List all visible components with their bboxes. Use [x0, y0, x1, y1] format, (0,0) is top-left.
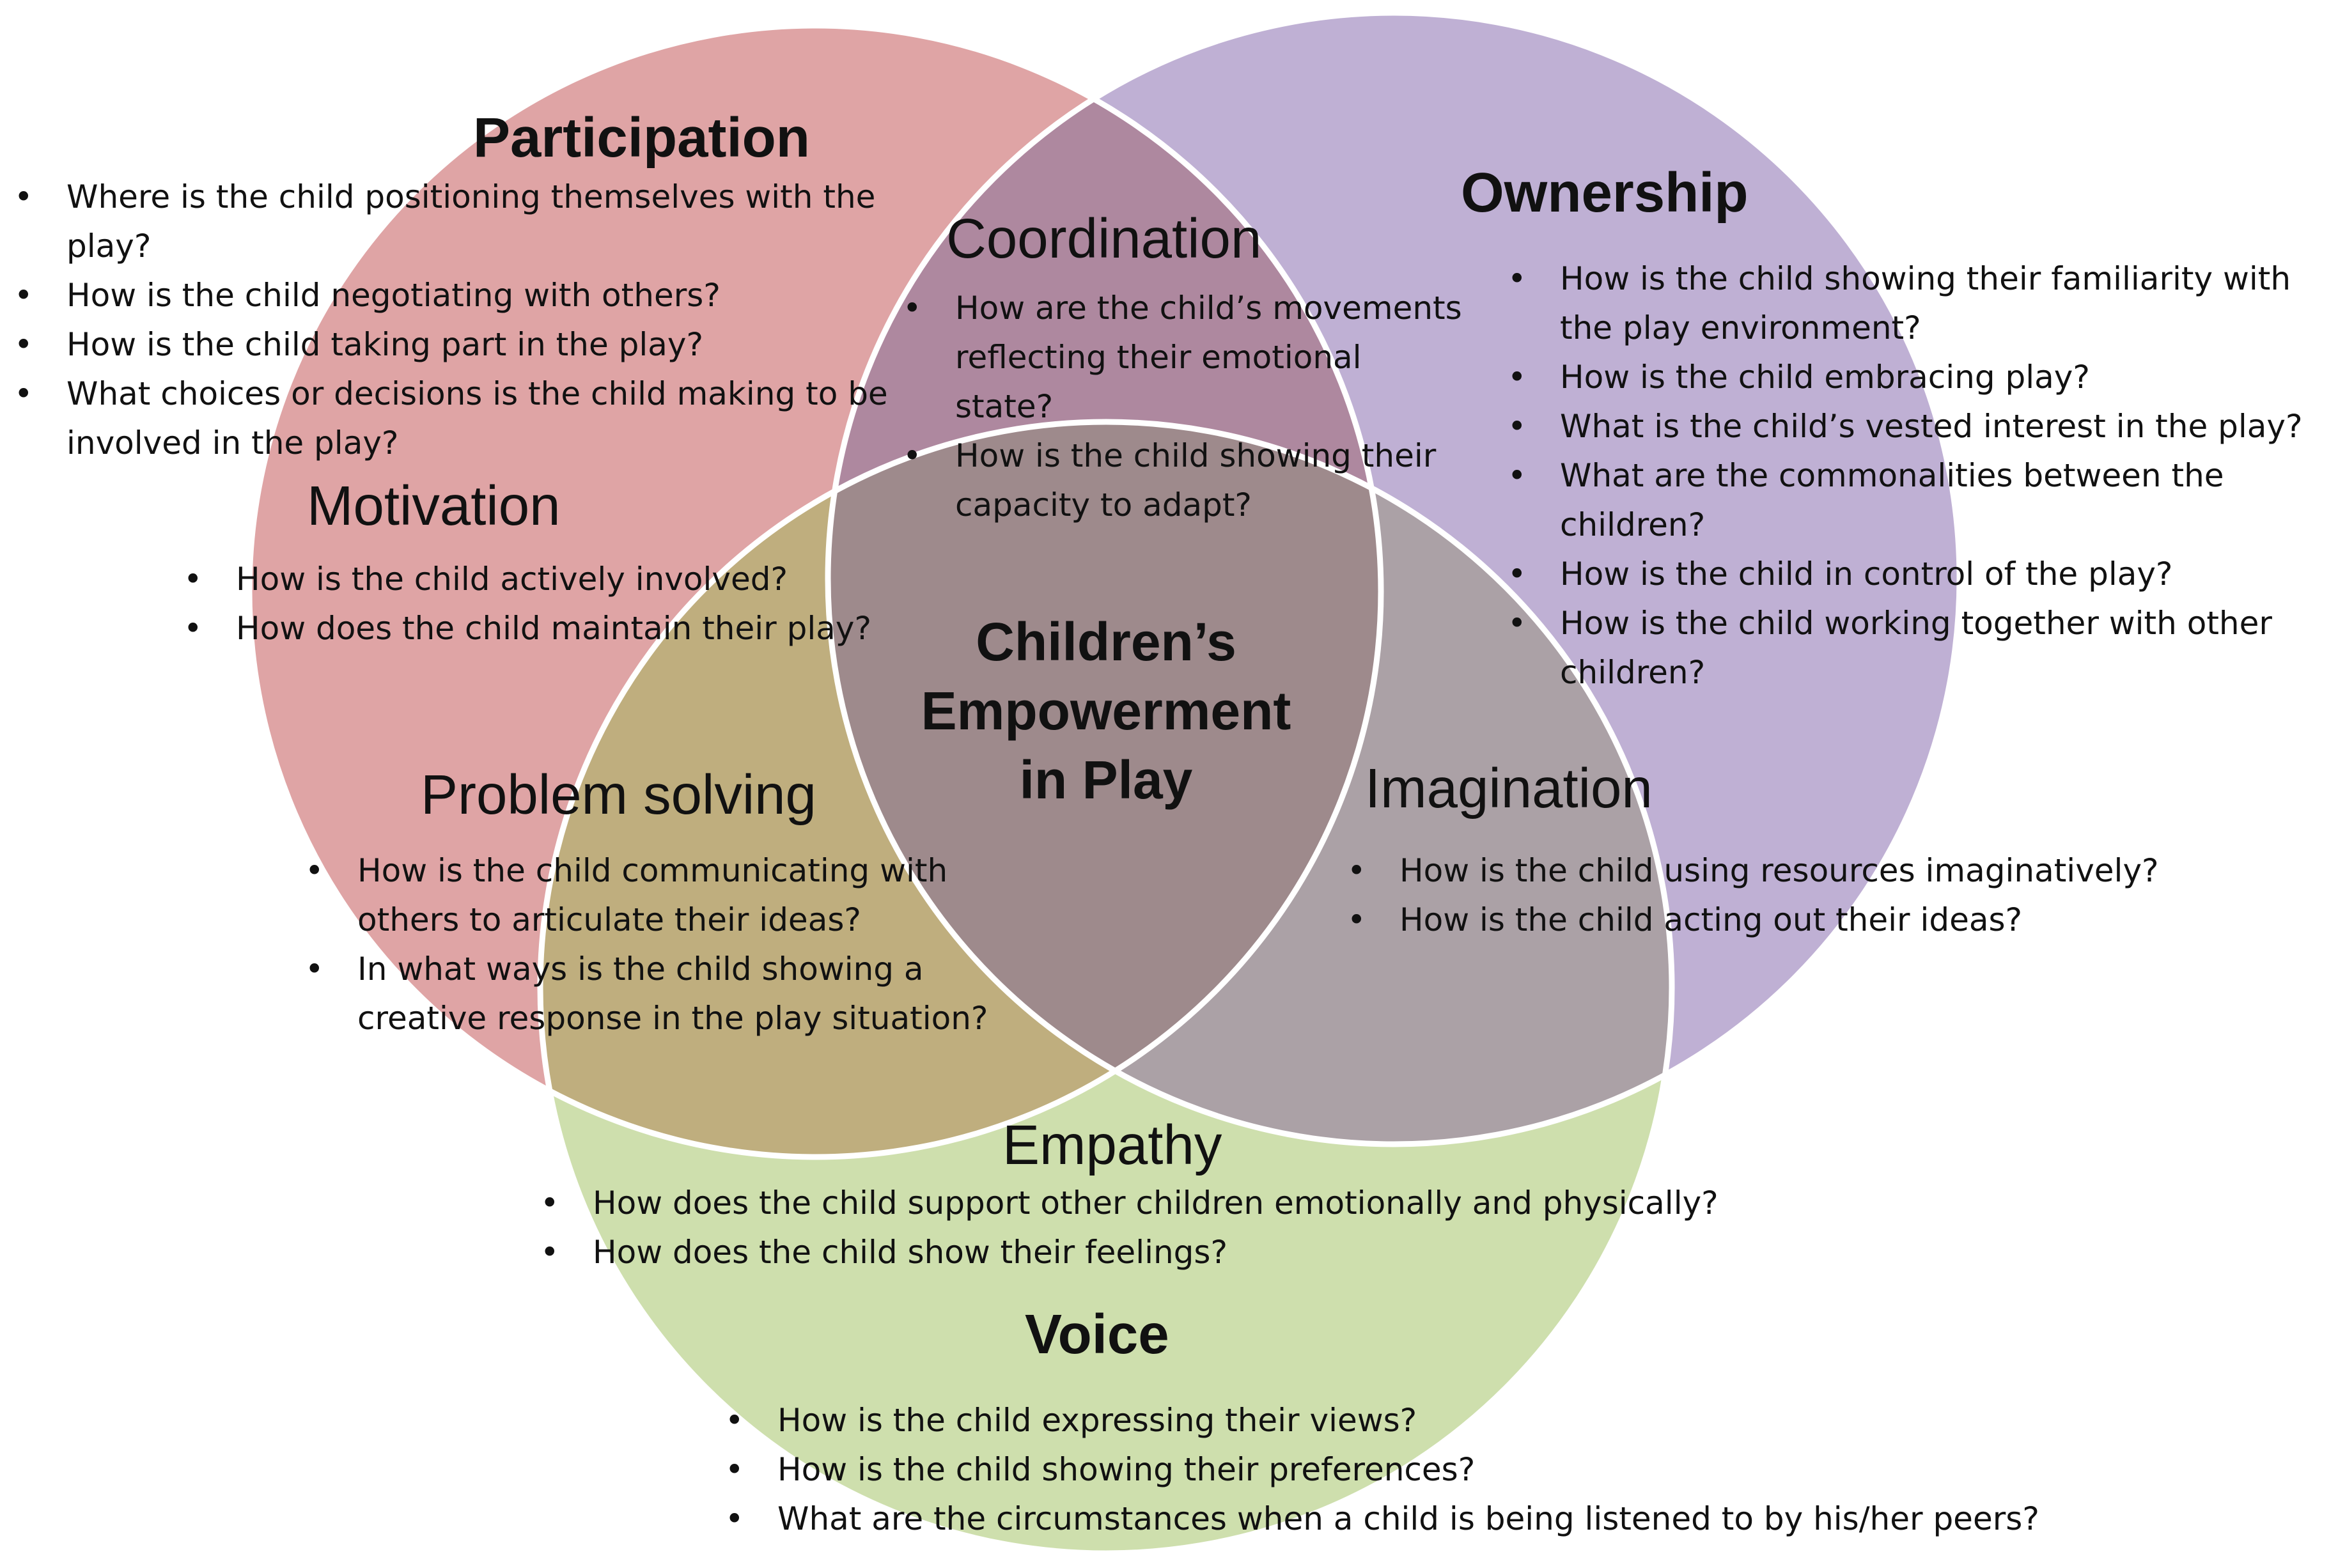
list-item: How is the child showing their capacity …: [903, 431, 1465, 530]
list-item: In what ways is the child showing a crea…: [305, 945, 1008, 1043]
list-item: How is the child negotiating with others…: [14, 271, 935, 320]
center-title-line: in Play: [1019, 750, 1193, 810]
list-item: How does the child maintain their play?: [183, 604, 874, 653]
list-item: How is the child in control of the play?: [1508, 550, 2332, 599]
coordination-title: Coordination: [946, 208, 1262, 270]
list-item: Where is the child positioning themselve…: [14, 173, 935, 271]
problem-solving-title: Problem solving: [421, 764, 816, 826]
ownership-list: How is the child showing their familiari…: [1508, 254, 2332, 697]
empathy-title: Empathy: [1002, 1114, 1222, 1176]
coordination-list: How are the child’s movements reflecting…: [903, 284, 1465, 530]
imagination-list: How is the child using resources imagina…: [1347, 846, 2178, 945]
list-item: How is the child showing their preferenc…: [725, 1445, 2195, 1494]
center-title-line: Children’s: [976, 612, 1236, 672]
voice-title: Voice: [1025, 1303, 1169, 1365]
list-item: What is the child’s vested interest in t…: [1508, 402, 2332, 451]
problem-solving-list: How is the child communicating with othe…: [305, 846, 1008, 1043]
list-item: How is the child working together with o…: [1508, 599, 2332, 697]
list-item: How does the child show their feelings?: [540, 1228, 1819, 1277]
ownership-title: Ownership: [1461, 162, 1749, 224]
list-item: How is the child acting out their ideas?: [1347, 896, 2178, 945]
empathy-list: How does the child support other childre…: [540, 1179, 1819, 1277]
participation-list: Where is the child positioning themselve…: [14, 173, 935, 468]
list-item: How are the child’s movements reflecting…: [903, 284, 1465, 431]
list-item: What are the circumstances when a child …: [725, 1494, 2195, 1544]
list-item: How does the child support other childre…: [540, 1179, 1819, 1228]
motivation-title: Motivation: [307, 475, 561, 537]
participation-title: Participation: [473, 107, 810, 169]
list-item: How is the child showing their familiari…: [1508, 254, 2332, 353]
overlap-center: [828, 422, 1381, 1144]
list-item: How is the child taking part in the play…: [14, 320, 935, 369]
list-item: How is the child communicating with othe…: [305, 846, 1008, 945]
list-item: How is the child using resources imagina…: [1347, 846, 2178, 896]
center-title-line: Empowerment: [921, 681, 1291, 741]
list-item: How is the child expressing their views?: [725, 1396, 2195, 1445]
list-item: How is the child actively involved?: [183, 555, 874, 604]
imagination-title: Imagination: [1365, 757, 1653, 819]
voice-list: How is the child expressing their views?…: [725, 1396, 2195, 1544]
center-title: Children’s Empowerment in Play: [901, 607, 1311, 814]
motivation-list: How is the child actively involved? How …: [183, 555, 874, 653]
list-item: How is the child embracing play?: [1508, 353, 2332, 402]
list-item: What are the commonalities between the c…: [1508, 451, 2332, 550]
list-item: What choices or decisions is the child m…: [14, 369, 935, 468]
